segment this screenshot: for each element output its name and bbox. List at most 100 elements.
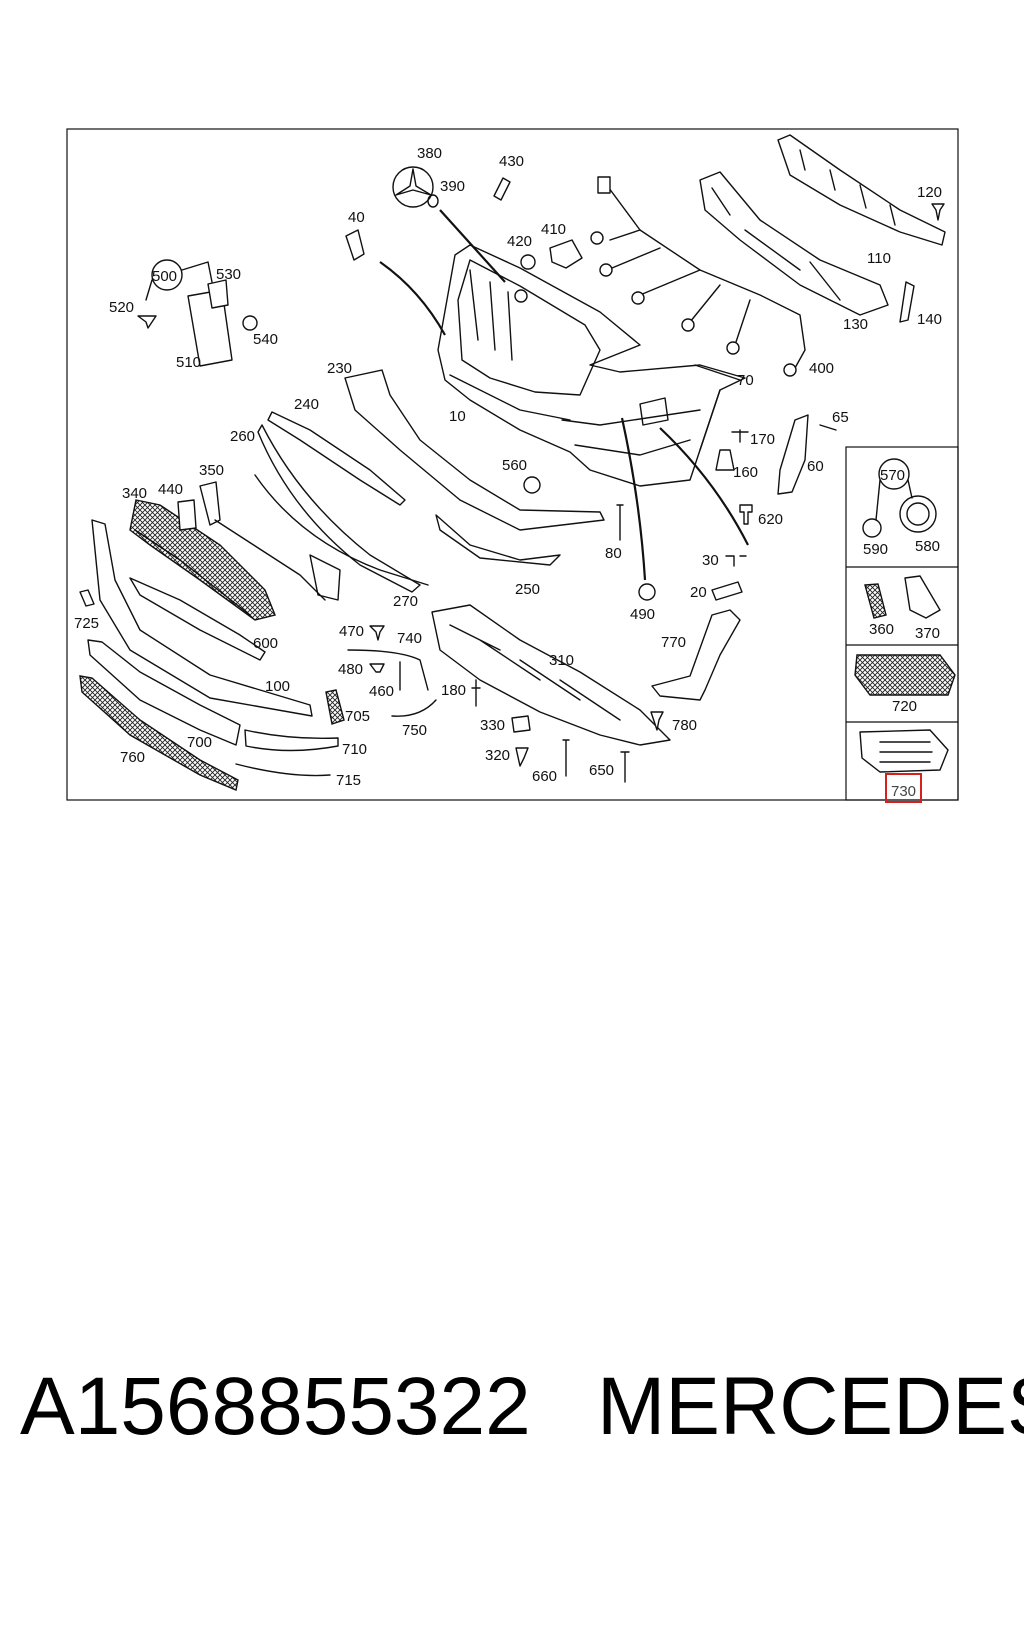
trim-strip-part (347, 649, 429, 691)
chrome-strip-part (244, 729, 339, 752)
label-750: 750 (402, 722, 427, 739)
tow-cap-part (711, 581, 743, 601)
label-770: 770 (661, 634, 686, 651)
label-760: 760 (120, 749, 145, 766)
license-plate-bracket-part (137, 259, 258, 367)
part-number-text: A1568855322 (20, 1361, 531, 1452)
leader-arrow (659, 427, 749, 546)
screw-part (515, 747, 529, 767)
camera-sensor-part (520, 239, 583, 270)
label-400: 400 (809, 360, 834, 377)
lower-grille-part (87, 639, 241, 746)
label-730-highlighted: 730 (891, 783, 916, 800)
label-30: 30 (702, 552, 719, 569)
label-320: 320 (485, 747, 510, 764)
sensor-part (638, 583, 656, 601)
screw-part (650, 711, 664, 731)
label-470: 470 (339, 623, 364, 640)
label-715: 715 (336, 772, 361, 789)
label-120: 120 (917, 184, 942, 201)
label-70: 70 (737, 372, 754, 389)
trim-strip-part (257, 424, 421, 593)
label-380: 380 (417, 145, 442, 162)
clip-part (79, 589, 95, 607)
label-110: 110 (867, 250, 891, 267)
label-560: 560 (502, 457, 527, 474)
label-100: 100 (265, 678, 290, 695)
label-230: 230 (327, 360, 352, 377)
leader-arrow (620, 417, 647, 581)
trim-strip-part (694, 364, 741, 451)
caption: A1568855322 MERCEDES (0, 1360, 1024, 1480)
lower-trim-part (435, 514, 561, 566)
label-360: 360 (869, 621, 894, 638)
label-740: 740 (397, 630, 422, 647)
label-660: 660 (532, 768, 557, 785)
label-510: 510 (176, 354, 201, 371)
label-80: 80 (605, 545, 622, 562)
label-390: 390 (440, 178, 465, 195)
trim-strip-part (267, 411, 406, 506)
fastener-part (731, 429, 749, 443)
bolt-part (931, 203, 945, 221)
inset-grille-720-part (854, 654, 956, 696)
label-240: 240 (294, 396, 319, 413)
label-10: 10 (449, 408, 466, 425)
label-705: 705 (345, 708, 370, 725)
leader-arrow (379, 261, 446, 336)
pin-part (616, 504, 624, 541)
bracket-430-part (493, 177, 511, 201)
label-170: 170 (750, 431, 775, 448)
grille-part (129, 481, 341, 621)
label-650: 650 (589, 762, 614, 779)
label-590: 590 (863, 541, 888, 558)
bumper-cover-part (437, 244, 746, 487)
air-duct-part (651, 609, 741, 701)
label-370: 370 (915, 625, 940, 642)
inset-vent-730-part (859, 729, 949, 773)
label-460: 460 (369, 683, 394, 700)
lower-mesh-part (79, 675, 239, 791)
label-65: 65 (832, 409, 849, 426)
fog-light-ring-part (862, 458, 937, 538)
highlight-box (885, 773, 922, 803)
label-160: 160 (733, 464, 758, 481)
trim-strip-part (129, 577, 266, 661)
leader-arrow (439, 209, 506, 283)
label-20: 20 (690, 584, 707, 601)
star-emblem-part (392, 166, 439, 208)
label-480: 480 (338, 661, 363, 678)
pin-part (471, 679, 481, 707)
label-430: 430 (499, 153, 524, 170)
label-600: 600 (253, 635, 278, 652)
label-440: 440 (158, 481, 183, 498)
tow-cover-part (345, 229, 365, 261)
inset-panel (845, 446, 959, 801)
label-410: 410 (541, 221, 566, 238)
underbody-panel-part (431, 604, 671, 746)
label-620: 620 (758, 511, 783, 528)
clip-part (715, 449, 735, 471)
label-270: 270 (393, 593, 418, 610)
trim-strip-part (391, 699, 437, 717)
small-grille-part (325, 689, 345, 725)
side-strip-part (899, 281, 915, 323)
trim-strip-part (235, 763, 331, 777)
inset-grille-360-part (864, 583, 887, 619)
label-570: 570 (880, 467, 905, 484)
front-spoiler-part (91, 519, 313, 717)
label-350: 350 (199, 462, 224, 479)
rivet-part (620, 751, 630, 783)
label-540: 540 (253, 331, 278, 348)
wiring-harness-part (590, 176, 806, 377)
trim-strip-part (254, 474, 429, 586)
label-700: 700 (187, 734, 212, 751)
label-725: 725 (74, 615, 99, 632)
label-60: 60 (807, 458, 824, 475)
label-340: 340 (122, 485, 147, 502)
grille-trim-part (344, 369, 605, 531)
label-580: 580 (915, 538, 940, 555)
bumper-carrier-part (699, 134, 946, 316)
label-490: 490 (630, 606, 655, 623)
bolt-part (739, 504, 753, 525)
